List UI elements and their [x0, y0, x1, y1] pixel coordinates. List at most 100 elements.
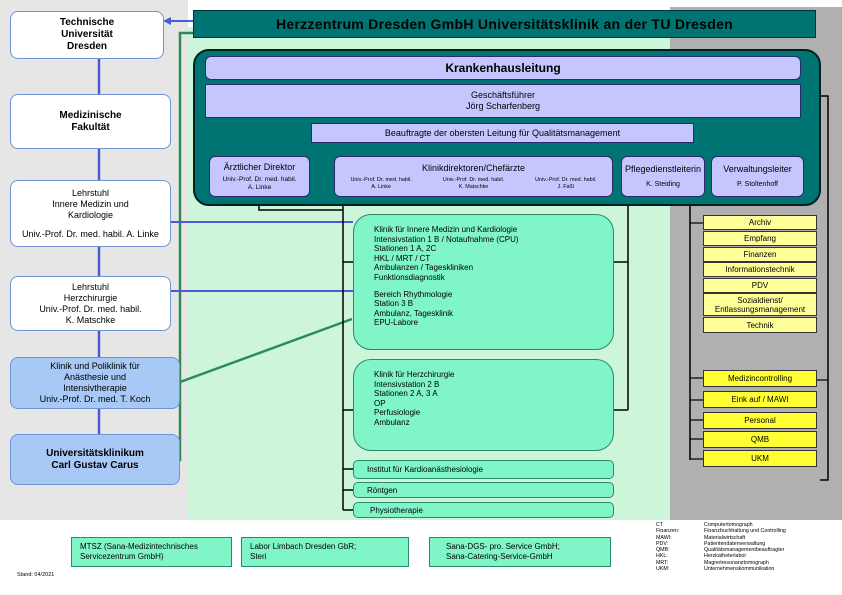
- lehrstuhl-innere-line: Innere Medizin und: [52, 198, 129, 209]
- uk-carus-box: Universitätsklinikum Carl Gustav Carus: [10, 434, 180, 485]
- klinikdir-line: Univ.-Prof. Dr. med. habil.: [350, 176, 412, 183]
- lehrstuhl-herz-box: Lehrstuhl Herzchirurgie Univ.-Prof. Dr. …: [10, 276, 171, 331]
- admin-technik: Technik: [703, 317, 817, 333]
- anaesthesie-line: Anästhesie und: [63, 372, 127, 382]
- lehrstuhl-innere-line: Lehrstuhl: [71, 187, 110, 198]
- klinik-innere-line: HKL / MRT / CT: [374, 253, 431, 263]
- lehrstuhl-innere-line: Univ.-Prof. Dr. med. habil. A. Linke: [22, 228, 159, 239]
- lehrstuhl-herz-line: Lehrstuhl: [71, 281, 110, 292]
- aerztl-title: Ärztlicher Direktor: [223, 161, 296, 172]
- legend-row: UKM: Unternehmenskommunikation: [656, 566, 836, 572]
- klinik-herz-line: OP: [374, 398, 386, 408]
- legend-desc: Herzkatheterlabor: [704, 553, 747, 560]
- klinik-innere-line: EPU-Labore: [374, 318, 419, 328]
- external-mtsz: MTSZ (Sana-Medizintechnisches Servicezen…: [71, 537, 232, 567]
- lehrstuhl-herz-line: K. Matschke: [65, 314, 116, 325]
- legend-abbr: QMB:: [656, 547, 670, 554]
- legend-row: MAWI: Materialwirtschaft: [656, 535, 836, 541]
- klinik-herz-line: Intensivstation 2 B: [374, 379, 440, 389]
- spacer: [374, 283, 613, 290]
- external-sana: Sana-DGS- pro. Service GmbH; Sana-Cateri…: [429, 537, 611, 567]
- admin-ukm: UKM: [703, 450, 817, 467]
- legend-abbr: CT: [656, 522, 664, 528]
- klinikdir-col: Univ.-Prof. Dr. med. habil. A. Linke: [351, 177, 412, 191]
- anaesthesie-line: Klinik und Poliklinik für: [50, 361, 140, 371]
- klinik-innere-line: Station 3 B: [374, 299, 414, 309]
- gf-name: Jörg Scharfenberg: [465, 101, 541, 111]
- legend-row: QMB: Qualitätsmanagementbeauftragter: [656, 547, 836, 553]
- uk-carus-line: Universitätsklinikum: [46, 447, 144, 459]
- legend-abbr: HKL:: [656, 553, 668, 560]
- pflege-title: Pflegedienstleiterin: [624, 163, 702, 174]
- admin-einkauf: Eink auf / MAWI: [703, 391, 817, 408]
- verwaltung-name: P. Stoltenhoff: [737, 180, 778, 188]
- klinik-innere-line: Intensivstation 1 B / Notaufnahme (CPU): [374, 234, 519, 244]
- klinik-innere-line: Ambulanz, Tagesklinik: [374, 308, 454, 318]
- spacer: [11, 221, 170, 229]
- legend-desc: Computertomograph: [704, 522, 753, 528]
- stand-date: Stand: 04/2021: [17, 572, 55, 578]
- admin-personal: Personal: [703, 412, 817, 429]
- lehrstuhl-innere-box: Lehrstuhl Innere Medizin und Kardiologie…: [10, 180, 171, 247]
- legend-row: Finanzen:Finanzbuchhaltung und Controlli…: [656, 528, 836, 534]
- legend-desc: Qualitätsmanagementbeauftragter: [704, 547, 785, 554]
- klinikdir-line: Univ.-Prof. Dr. med. habil.: [442, 176, 505, 183]
- legend-desc: Unternehmenskommunikation: [704, 566, 775, 573]
- page-title: Herzzentrum Dresden GmbH Universitätskli…: [193, 10, 816, 38]
- physiotherapie-box: Physiotherapie: [353, 502, 614, 518]
- admin-pdv: PDV: [703, 278, 817, 293]
- admin-finanzen: Finanzen: [703, 247, 817, 262]
- klinik-herz-line: Klinik für Herzchirurgie: [374, 370, 455, 379]
- klinikdir-line: K. Matschke: [458, 183, 489, 190]
- lehrstuhl-herz-line: Herzchirurgie: [63, 292, 118, 303]
- external-labor: Labor Limbach Dresden GbR; Steri: [241, 537, 409, 567]
- legend-desc: Finanzbuchhaltung und Controlling: [704, 528, 786, 535]
- legend-desc: Materialwirtschaft: [704, 534, 746, 541]
- kardioanaesthesiologie-box: Institut für Kardioanästhesiologie: [353, 460, 614, 479]
- klinik-innere-line: Stationen 1 A, 2C: [374, 244, 437, 254]
- klinik-innere-line: Klinik für Innere Medizin und Kardiologi…: [374, 225, 518, 234]
- legend-desc: Patientendatenverwaltung: [704, 540, 766, 547]
- klinik-innere-line: Bereich Rhythmologie: [374, 289, 453, 299]
- gf-title: Geschäftsführer: [470, 90, 536, 100]
- klinik-herz-line: Ambulanz: [374, 417, 410, 427]
- legend-row: PDV:Patientendatenverwaltung: [656, 541, 836, 547]
- pflegedienst-box: Pflegedienstleiterin K. Steiding: [621, 156, 705, 197]
- geschaeftsfuehrer-box: Geschäftsführer Jörg Scharfenberg: [205, 84, 801, 118]
- aerztl-name: Univ.-Prof. Dr. med. habil.: [222, 175, 297, 183]
- klinikdirektoren-box: Klinikdirektoren/Chefärzte Univ.-Prof. D…: [334, 156, 613, 197]
- abbreviation-legend: CT Computertomograph Finanzen:Finanzbuchh…: [656, 522, 836, 572]
- medizinische-fakultaet-box: Medizinische Fakultät: [10, 94, 171, 149]
- admin-it: Informationstechnik: [703, 262, 817, 277]
- legend-row: CT Computertomograph: [656, 522, 836, 528]
- klinikdir-title: Klinikdirektoren/Chefärzte: [421, 162, 526, 173]
- krankenhausleitung-title: Krankenhausleitung: [205, 56, 801, 80]
- legend-desc: Magnetresonanztomograph: [704, 559, 769, 566]
- lehrstuhl-innere-line: Kardiologie: [67, 209, 114, 220]
- aerztlicher-direktor-box: Ärztlicher Direktor Univ.-Prof. Dr. med.…: [209, 156, 310, 197]
- klinik-innere-line: Ambulanzen / Tageskliniken: [374, 263, 474, 273]
- pflege-name: K. Steiding: [646, 180, 680, 188]
- qm-box: Beauftragte der obersten Leitung für Qua…: [311, 123, 694, 143]
- legend-abbr: UKM:: [656, 566, 670, 573]
- uk-carus-line: Carl Gustav Carus: [51, 459, 139, 471]
- tu-dresden-box: Technische Universität Dresden: [10, 11, 164, 59]
- klinik-herz-line: Stationen 2 A, 3 A: [374, 389, 438, 399]
- klinik-herz-line: Perfusiologie: [374, 408, 421, 418]
- klinikdir-line: A. Linke: [371, 183, 391, 190]
- legend-row: MRT: Magnetresonanztomograph: [656, 560, 836, 566]
- klinik-innere-box: Klinik für Innere Medizin und Kardiologi…: [353, 214, 614, 350]
- klinikdir-col: Univ.-Prof. Dr. med. habil. J. Faßl: [535, 177, 596, 191]
- klinikdir-col: Univ.-Prof. Dr. med. habil. K. Matschke: [443, 177, 504, 191]
- lehrstuhl-herz-line: Univ.-Prof. Dr. med. habil.: [39, 303, 142, 314]
- anaesthesie-line: Intensivtherapie: [63, 383, 127, 393]
- klinikdir-cols: Univ.-Prof. Dr. med. habil. A. Linke Uni…: [335, 177, 612, 191]
- klinik-innere-line: Funktionsdiagnostik: [374, 272, 445, 282]
- legend-abbr: MRT:: [656, 559, 669, 566]
- legend-abbr: MAWI:: [656, 534, 672, 541]
- verwaltung-title: Verwaltungsleiter: [723, 163, 792, 174]
- anaesthesie-line: Univ.-Prof. Dr. med. T. Koch: [39, 394, 151, 404]
- legend-row: HKL: Herzkatheterlabor: [656, 553, 836, 559]
- aerztl-name: A. Linke: [247, 183, 272, 191]
- klinikdir-line: J. Faßl: [557, 183, 575, 190]
